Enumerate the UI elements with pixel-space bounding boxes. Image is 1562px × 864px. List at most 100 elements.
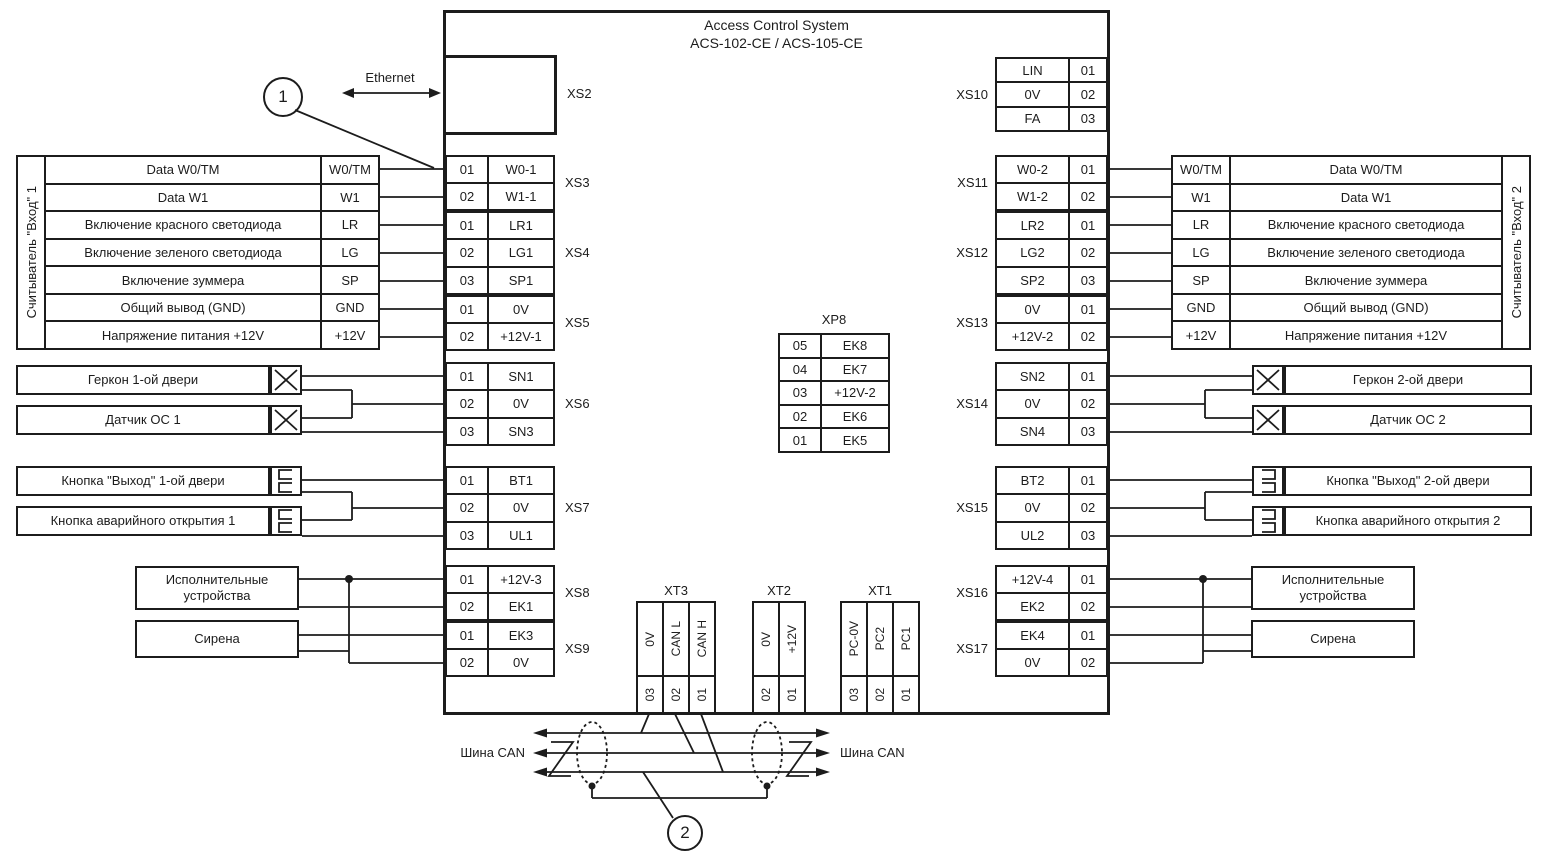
pin-signal: SN2 [1019,369,1046,385]
pin-signal: 0V [643,631,657,647]
pin-signal: CAN H [695,620,709,658]
ethernet-label: Ethernet [365,70,415,85]
pin-number: 01 [1068,364,1106,390]
pin-signal: 0V [1024,302,1041,317]
pin-number: 02 [1068,650,1106,675]
connector-label-xs17: XS17 [956,641,988,656]
pin-signal: EK4 [1020,628,1045,643]
signal-tag: LG [1173,239,1231,266]
pin-signal: W0-2 [1016,162,1049,177]
connector-label-xp8: XP8 [821,312,847,327]
pin-signal: 0V [513,302,529,317]
pin-signal: BT2 [1020,473,1045,489]
pin-number: 01 [447,567,489,592]
pin-signal: EK7 [842,361,868,377]
pin-signal: PC2 [873,627,887,651]
pin-number: 02 [447,184,489,209]
arrowhead [342,88,354,98]
pin-number: 02 [1068,184,1106,209]
button-wires-left [302,479,443,537]
pin-number: 01 [1068,213,1106,239]
pin-row: 02 LG2 [997,238,1106,266]
device-exit-button-2: Кнопка "Выход" 2-ой двери [1284,466,1532,496]
pin-row: 03 +12V-2 [780,380,888,404]
signal-desc: Общий вывод (GND) [120,300,246,316]
connector-label-xt1: XT1 [868,583,892,598]
arrowhead [533,748,547,758]
pin-signal: SP2 [1020,272,1045,288]
device-exit-button-1: Кнопка "Выход" 1-ой двери [16,466,270,496]
pin-signal: LG2 [1020,245,1045,261]
pin-number: 03 [847,687,861,702]
can-bus-label-right: Шина CAN [840,745,905,760]
connector-label-xs16: XS16 [956,585,988,600]
pin-signal: EK1 [508,599,534,614]
reader-1-name-text: Считыватель "Вход" 1 [23,186,39,319]
pin-number: 03 [1068,418,1106,444]
pin-number: 01 [1068,59,1106,82]
signal-desc: Включение зуммера [121,272,245,288]
pin-number: 02 [1068,324,1106,349]
pin-signal: +12V-3 [500,572,542,587]
signal-tag: W0/TM [320,157,378,183]
signal-tag: LG [320,239,378,266]
pin-signal: +12V-2 [834,385,876,401]
pin-number: 02 [1068,495,1106,521]
pin-number: 03 [447,418,489,444]
pin-signal: EK3 [508,628,534,643]
pin-signal: EK6 [842,409,868,425]
pin-number: 02 [1068,240,1106,266]
connector-label-xs4: XS4 [565,245,590,260]
button-icon [1252,506,1284,536]
contact-icon [270,365,302,395]
junction-dot [1199,575,1207,583]
signal-tag: W1 [1173,184,1231,211]
pin-signal: 0V [513,396,529,412]
signal-tag: W0/TM [1173,157,1231,183]
signal-desc: Data W1 [1340,189,1392,205]
pin-number: 02 [447,391,489,417]
pin-row: 03 SN4 [997,416,1106,444]
pin-signal: W1-1 [505,189,537,204]
button-icon [1252,466,1284,496]
pin-signal: 0V [1024,86,1041,102]
connector-label-xs12: XS12 [956,245,988,260]
pin-signal: +12V-1 [500,329,542,344]
pin-signal: PC-0V [847,621,861,657]
button-icon [270,506,302,536]
table-row: Напряжение питания +12V+12V [46,320,378,349]
pin-signal: SN1 [508,369,534,385]
signal-tag: +12V [1173,322,1231,349]
pin-number: 03 [780,382,822,404]
pin-signal: SP1 [508,272,534,288]
pin-signal: SN4 [1019,423,1046,439]
arrowhead [816,728,830,738]
signal-desc: Включение зеленого светодиода [1267,245,1465,261]
